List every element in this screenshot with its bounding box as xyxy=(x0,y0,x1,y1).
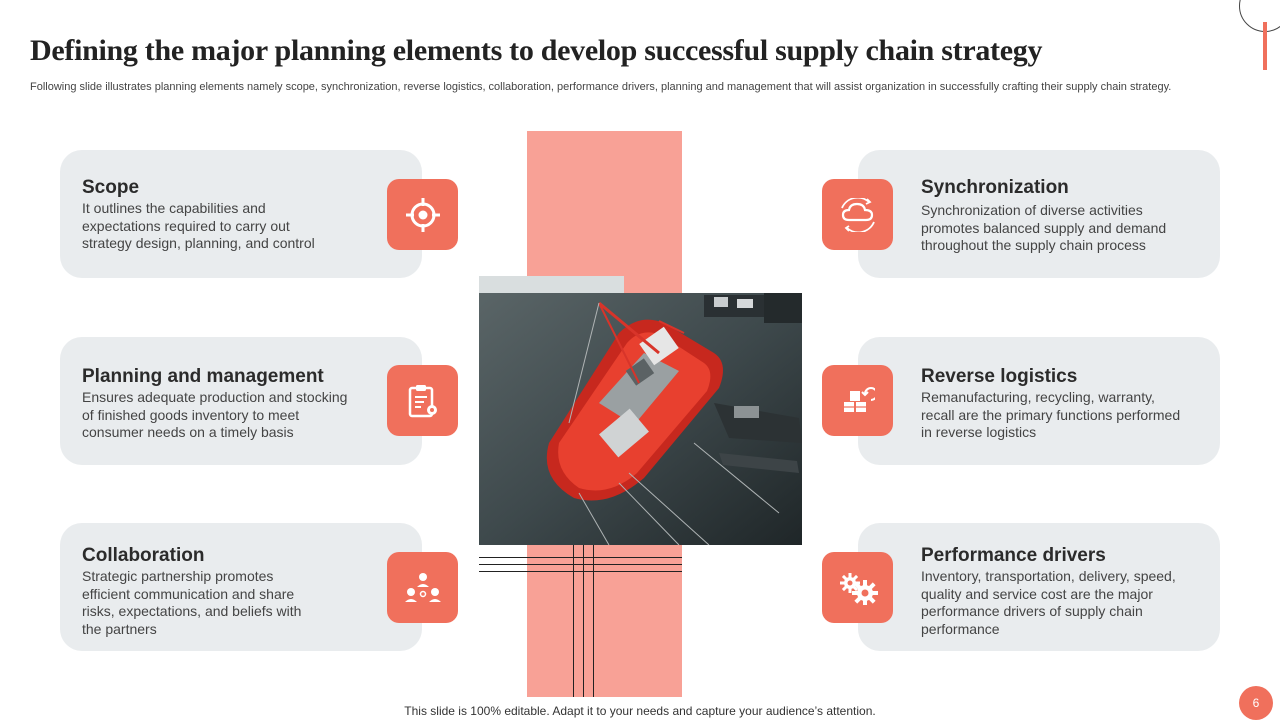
decorative-line xyxy=(593,545,594,697)
card-title: Collaboration xyxy=(82,545,205,566)
card-performance-drivers: Performance drivers Inventory, transport… xyxy=(858,523,1220,651)
decorative-line xyxy=(479,557,682,558)
card-title: Reverse logistics xyxy=(921,366,1078,387)
card-description: Synchronization of diverse activities pr… xyxy=(921,202,1167,253)
decorative-line xyxy=(573,545,574,697)
clipboard-gear-icon xyxy=(387,365,458,436)
card-description: Ensures adequate production and stocking… xyxy=(82,389,348,440)
card-description: Strategic partnership promotes efficient… xyxy=(82,568,302,637)
decorative-accent-bar xyxy=(1263,22,1267,70)
card-description: Inventory, transportation, delivery, spe… xyxy=(921,568,1176,637)
card-planning-and-management: Planning and management Ensures adequate… xyxy=(60,337,422,465)
card-title: Performance drivers xyxy=(921,545,1106,566)
card-title: Scope xyxy=(82,177,140,198)
card-scope: Scope It outlines the capabilities and e… xyxy=(60,150,422,278)
card-description: It outlines the capabilities and expecta… xyxy=(82,200,315,251)
decorative-line xyxy=(479,564,682,565)
decorative-line xyxy=(479,571,682,572)
gears-icon xyxy=(822,552,893,623)
slide-subtitle: Following slide illustrates planning ele… xyxy=(30,81,1172,93)
card-synchronization: Synchronization Synchronization of diver… xyxy=(858,150,1220,278)
decorative-line xyxy=(583,545,584,697)
target-icon xyxy=(387,179,458,250)
card-reverse-logistics: Reverse logistics Remanufacturing, recyc… xyxy=(858,337,1220,465)
card-description: Remanufacturing, recycling, warranty, re… xyxy=(921,389,1181,440)
card-title: Planning and management xyxy=(82,366,324,387)
boat-photo-illustration xyxy=(479,293,802,545)
slide-title: Defining the major planning elements to … xyxy=(30,34,1043,67)
decorative-circle xyxy=(1239,0,1280,32)
boxes-return-icon xyxy=(822,365,893,436)
boat-photo xyxy=(479,293,802,545)
card-title: Synchronization xyxy=(921,177,1069,198)
team-network-icon xyxy=(387,552,458,623)
footer-note: This slide is 100% editable. Adapt it to… xyxy=(404,704,876,718)
page-number: 6 xyxy=(1239,686,1273,720)
grey-accent-block xyxy=(479,276,624,296)
card-collaboration: Collaboration Strategic partnership prom… xyxy=(60,523,422,651)
cloud-sync-icon xyxy=(822,179,893,250)
